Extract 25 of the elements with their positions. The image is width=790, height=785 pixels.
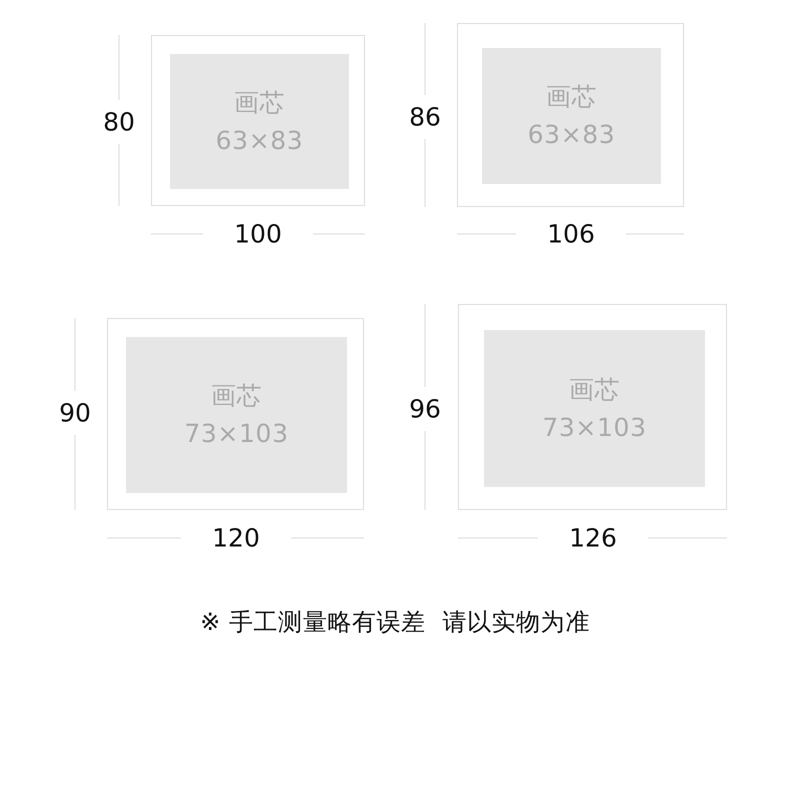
dimension-label: 96: [409, 393, 441, 426]
frame-text: 63×83: [216, 124, 304, 156]
frame-box: [107, 318, 364, 510]
frame-text: 画芯: [546, 81, 598, 113]
picture-area: [484, 330, 705, 487]
dimension-label: 126: [569, 522, 617, 554]
frame-text: 画芯: [234, 86, 286, 118]
frame-box: [457, 23, 684, 207]
frame-text: 73×103: [184, 418, 289, 450]
note-text: ※ 手工测量略有误差 请以实物为准: [200, 607, 590, 638]
picture-area: [126, 337, 347, 493]
frame-box: [458, 304, 727, 510]
frame-text: 画芯: [210, 380, 262, 412]
dimension-label: 106: [547, 218, 595, 250]
frame-text: 画芯: [568, 374, 620, 406]
dimension-label: 100: [234, 218, 282, 250]
dimension-label: 86: [409, 101, 441, 134]
frame-text: 63×83: [528, 119, 616, 151]
picture-area: [482, 48, 661, 184]
dimension-label: 90: [59, 397, 91, 430]
dimension-label: 80: [103, 106, 135, 138]
frame-box: [151, 35, 365, 206]
frame-text: 73×103: [542, 412, 647, 444]
picture-area: [170, 54, 349, 189]
dimension-label: 120: [212, 522, 260, 554]
